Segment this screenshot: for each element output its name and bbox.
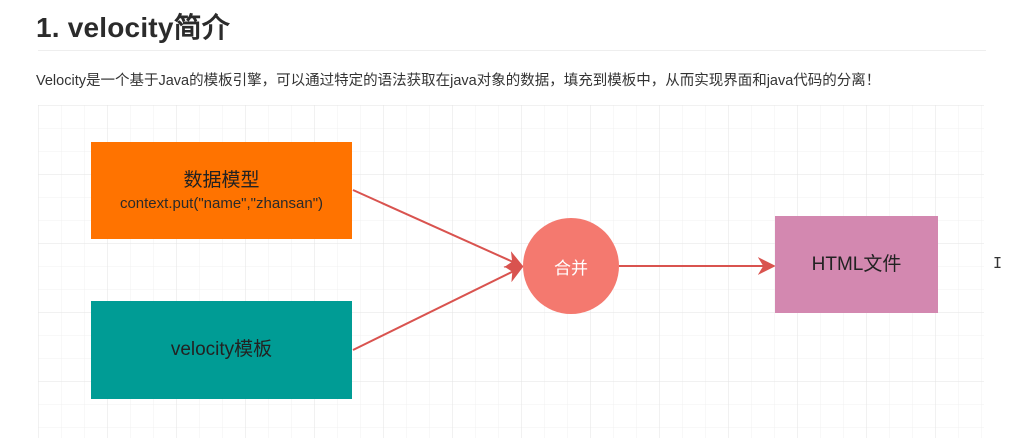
text-cursor-icon: I: [993, 254, 1003, 272]
edge-template-to-merge: [352, 266, 524, 351]
velocity-flow-diagram: 数据模型 context.put("name","zhansan") veloc…: [38, 105, 984, 438]
heading-divider: [38, 50, 986, 51]
velocity-template-node: velocity模板: [91, 301, 352, 399]
merge-title: 合并: [554, 258, 588, 278]
merge-node: 合并: [523, 218, 619, 314]
html-file-title: HTML文件: [811, 253, 902, 275]
html-file-node: HTML文件: [775, 216, 938, 313]
data-model-title: 数据模型: [183, 169, 260, 191]
intro-paragraph: Velocity是一个基于Java的模板引擎，可以通过特定的语法获取在java对…: [36, 73, 881, 89]
edge-data-model-to-merge: [352, 189, 524, 268]
page-heading: 1. velocity简介: [36, 12, 231, 43]
data-model-node: 数据模型 context.put("name","zhansan"): [91, 142, 352, 239]
data-model-subtitle: context.put("name","zhansan"): [119, 194, 324, 212]
velocity-template-title: velocity模板: [170, 339, 273, 360]
